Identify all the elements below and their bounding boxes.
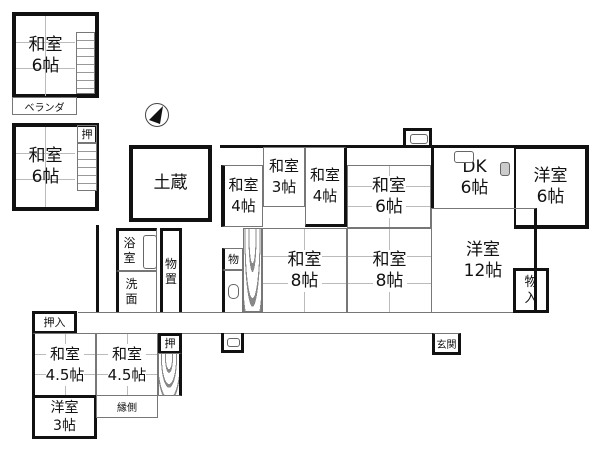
- room-washitsu-3: 和室 3帖: [263, 147, 305, 207]
- closet-oshi: 押: [77, 125, 97, 143]
- room-dozo-storehouse: 土蔵: [129, 145, 212, 222]
- room-washitsu-6-upper-a: 和室 6帖: [16, 16, 75, 96]
- room-label: 和室 4.5帖: [45, 343, 85, 386]
- room-label: 洋室 6帖: [533, 166, 568, 207]
- room-washitsu-6: 和室 6帖: [347, 165, 431, 228]
- room-label: 和室 8帖: [372, 249, 407, 292]
- staircase: [76, 32, 95, 94]
- sink-alcove: [403, 128, 432, 147]
- room-label: 和室 4帖: [228, 176, 259, 215]
- room-label: 物: [228, 252, 239, 266]
- compass-north-arrow-icon: [145, 103, 169, 127]
- stove-icon: [500, 162, 510, 176]
- wall: [96, 225, 99, 313]
- room-label: 押: [81, 127, 93, 141]
- upper-floor-block-a: [12, 12, 99, 98]
- entrance-genkan: 玄関: [432, 333, 461, 355]
- room-storage-right: 物 入: [513, 268, 549, 313]
- closet-strip: [158, 353, 182, 396]
- room-label: 洋室 3帖: [50, 400, 79, 434]
- toilet: [222, 270, 243, 313]
- closet-oshiire: 押入: [32, 311, 77, 334]
- room-storeroom: 物 置: [160, 228, 182, 313]
- room-washitsu-45a: 和室 4.5帖: [32, 333, 96, 396]
- room-washitsu-8b: 和室 8帖: [347, 228, 432, 313]
- closet-oshi-small: 押: [158, 333, 182, 354]
- bathtub-icon: [143, 235, 157, 269]
- room-label: 和室 6帖: [372, 175, 406, 218]
- room-washroom: 洗 面: [116, 271, 157, 313]
- room-yoshitsu-6: 洋室 6帖: [514, 145, 589, 229]
- room-label: 和室 6帖: [28, 146, 63, 187]
- room-label: ベランダ: [24, 102, 65, 114]
- room-washitsu-8a: 和室 8帖: [262, 228, 347, 313]
- room-label: 洗 面: [125, 277, 138, 306]
- room-label: 押入: [43, 316, 66, 329]
- room-label: 物 入: [524, 274, 538, 306]
- engawa-veranda: 縁側: [96, 395, 158, 418]
- room-label: 和室 4帖: [309, 166, 340, 205]
- room-washitsu-6-upper-b: 和室 6帖: [16, 127, 75, 207]
- sink-alcove: [221, 333, 244, 353]
- room-label: 和室 4.5帖: [107, 343, 147, 386]
- room-bath: 浴 室: [116, 228, 157, 271]
- room-dk: DK 6帖: [431, 145, 516, 209]
- room-yoshitsu-3: 洋室 3帖: [32, 395, 97, 439]
- room-washitsu-4a: 和室 4帖: [221, 165, 263, 227]
- room-label: DK 6帖: [460, 157, 489, 198]
- room-washitsu-4b: 和室 4帖: [305, 147, 347, 227]
- room-label: 和室 3帖: [268, 157, 299, 196]
- closet-strip: [243, 228, 262, 312]
- room-label: 洋室 12帖: [463, 239, 503, 281]
- upper-floor-block-b: [12, 123, 99, 211]
- room-label: 和室 6帖: [28, 35, 63, 76]
- room-storage-small: 物: [222, 248, 243, 270]
- room-label: 和室 8帖: [287, 249, 322, 292]
- sink-icon: [454, 151, 474, 163]
- room-label: 縁側: [117, 403, 137, 414]
- room-label: 物 置: [164, 257, 177, 286]
- staircase: [77, 143, 97, 191]
- hallway: [78, 312, 440, 334]
- toilet-icon: [228, 284, 239, 299]
- veranda: ベランダ: [12, 97, 77, 115]
- room-label: 土蔵: [153, 173, 188, 193]
- room-label: 浴 室: [123, 235, 136, 265]
- room-label: 玄関: [436, 339, 457, 351]
- room-label: 押: [164, 337, 176, 350]
- room-washitsu-45b: 和室 4.5帖: [96, 333, 158, 396]
- wall: [220, 145, 432, 148]
